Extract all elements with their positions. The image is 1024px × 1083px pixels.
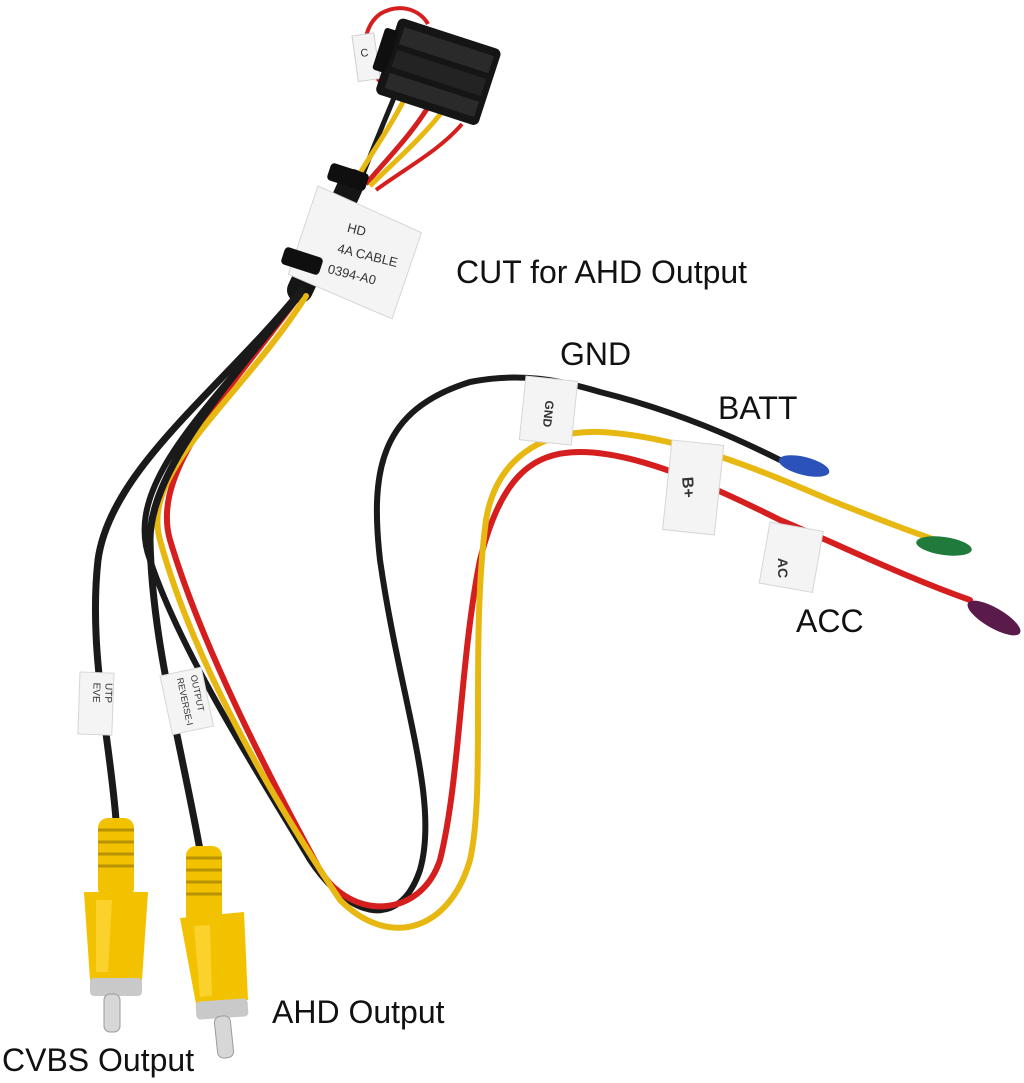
ahd-reverse-output-tag: REVERSE-I OUTPUT xyxy=(159,666,215,736)
harness-connector xyxy=(372,18,501,125)
cvbs-reverse-output-tag: EVE UTP xyxy=(77,671,115,736)
batt-wire-tag: B+ xyxy=(662,439,725,536)
gnd-wire-tag-text: GND xyxy=(540,400,557,428)
connector-wire-red-2 xyxy=(374,122,464,192)
cvbs-tag-line1: EVE xyxy=(90,682,102,703)
acc-wire-tag-text: AC xyxy=(775,558,791,578)
acc-wire-cap-purple xyxy=(967,600,1021,636)
ahd-branch-wire xyxy=(146,290,304,854)
bundle-band-bottom xyxy=(281,247,323,275)
callout-ahd-output: AHD Output xyxy=(272,994,445,1030)
callout-cvbs-output: CVBS Output xyxy=(2,1042,195,1078)
ahd-rca-plug xyxy=(180,846,249,1059)
batt-wire-tag-text: B+ xyxy=(678,476,696,498)
gnd-wire-cap-blue xyxy=(778,455,830,477)
acc-wire-tag: AC xyxy=(758,521,824,594)
callout-cut-for-ahd: CUT for AHD Output xyxy=(456,254,748,290)
callout-batt: BATT xyxy=(718,390,798,426)
callout-gnd: GND xyxy=(560,336,632,372)
cvbs-branch-wire xyxy=(91,288,304,824)
batt-wire-cap-green xyxy=(916,536,972,556)
cvbs-tag-line2: UTP xyxy=(102,683,114,704)
loop-wire-red xyxy=(163,297,973,910)
callout-acc: ACC xyxy=(796,603,864,639)
connector-wire-yellow xyxy=(353,90,411,182)
gnd-wire-tag: GND xyxy=(518,375,579,446)
connector-wire-red xyxy=(364,102,433,186)
top-flag-tag-text: C xyxy=(360,47,370,60)
cvbs-rca-plug xyxy=(84,818,148,1033)
loop-wire-yellow xyxy=(154,293,953,931)
connector-wire-yellow-2 xyxy=(368,110,444,188)
bundle-band-top xyxy=(327,163,369,191)
main-cable-tag: HD 4A CABLE 0394-A0 xyxy=(287,185,423,320)
main-cable-tag-line1: HD xyxy=(346,220,368,239)
